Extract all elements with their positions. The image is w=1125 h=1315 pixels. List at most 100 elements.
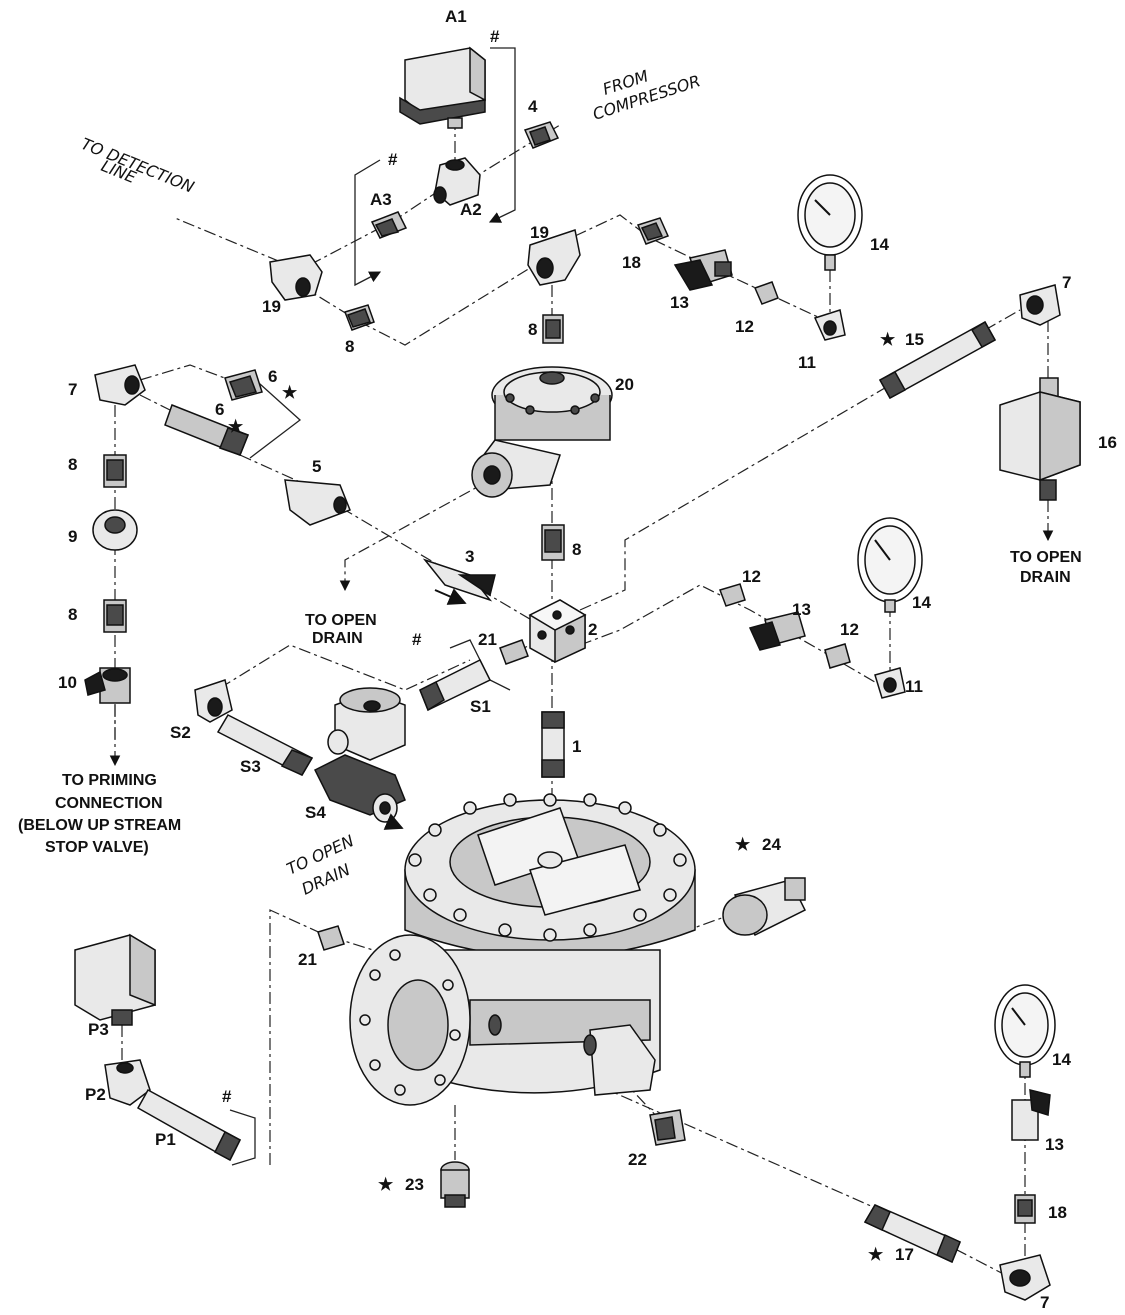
part-8-nipple-d	[103, 599, 127, 633]
part-p3-pressure-switch	[74, 933, 156, 1026]
label-12-mid-a: 12	[742, 567, 761, 586]
part-12-fitting-top	[753, 281, 779, 305]
bracket-6	[249, 374, 302, 459]
label-open-drain-mid-1: TO OPEN	[305, 612, 377, 629]
label-19-left: 19	[262, 297, 281, 316]
label-open-drain-right-2: DRAIN	[1020, 569, 1071, 586]
label-14-top: 14	[870, 235, 889, 254]
label-hash-a3: #	[388, 150, 398, 169]
label-a1: A1	[445, 7, 467, 26]
label-star-15: ★	[880, 330, 896, 349]
label-8-a: 8	[345, 337, 354, 356]
label-p2: P2	[85, 1085, 106, 1104]
part-7-elbow-right	[1019, 284, 1061, 326]
label-1: 1	[572, 737, 581, 756]
part-13-valve-top	[673, 249, 733, 291]
label-hash-a1: #	[490, 27, 500, 46]
part-24-plug	[722, 877, 807, 937]
part-8-nipple-b	[542, 314, 564, 344]
label-hash-p: #	[222, 1087, 232, 1106]
part-8-nipple-e	[541, 524, 565, 561]
part-18-nipple-top	[636, 217, 670, 245]
label-star-23: ★	[378, 1175, 394, 1194]
part-6-nipple-short	[224, 369, 263, 401]
label-12-top: 12	[735, 317, 754, 336]
label-a3: A3	[370, 190, 392, 209]
part-7-elbow-bottom	[999, 1254, 1051, 1301]
part-a3-nipple	[370, 211, 408, 239]
label-15: 15	[905, 330, 924, 349]
label-s1: S1	[470, 697, 491, 716]
part-2-manifold-block	[528, 599, 587, 664]
label-s3: S3	[240, 757, 261, 776]
part-s4-solenoid-valve	[313, 687, 406, 823]
part-13-valve-mid	[748, 611, 806, 651]
part-9-union	[92, 509, 138, 551]
label-22: 22	[628, 1150, 647, 1169]
line-20-drain	[339, 479, 491, 592]
label-8-c: 8	[68, 455, 77, 474]
label-16: 16	[1098, 433, 1117, 452]
part-number-labels: A1 # 4 A2 A3 # 19 8 19 18 13 12 14 11 8 …	[58, 7, 1117, 1312]
label-12-mid-b: 12	[840, 620, 859, 639]
label-open-drain-right-1: TO OPEN	[1010, 549, 1082, 566]
label-open-drain-mid-2: DRAIN	[312, 630, 363, 647]
label-6-a: 6	[268, 367, 277, 386]
part-11-elbow-mid	[874, 667, 906, 699]
part-s3-nipple	[216, 714, 314, 776]
label-p1: P1	[155, 1130, 176, 1149]
label-21-lower: 21	[298, 950, 317, 969]
label-14-bottom: 14	[1052, 1050, 1071, 1069]
part-22-plug	[649, 1109, 686, 1146]
part-14-gauge-mid	[857, 517, 923, 613]
part-10-ball-valve	[84, 667, 131, 704]
part-s1-nipple	[419, 658, 492, 712]
line-p-21	[269, 909, 406, 1165]
label-3: 3	[465, 547, 474, 566]
part-p2-elbow	[104, 1059, 151, 1106]
part-20-dry-pilot-actuator	[471, 366, 613, 498]
part-8-nipple-c	[103, 454, 127, 488]
flow-arrows	[383, 588, 467, 830]
part-1-nipple	[541, 711, 565, 778]
part-12-fitting-mid-a	[719, 583, 746, 607]
label-priming-1: TO PRIMING	[62, 772, 157, 789]
label-18-top: 18	[622, 253, 641, 272]
label-13-bottom: 13	[1045, 1135, 1064, 1154]
bracket-a3	[354, 159, 382, 287]
line-19-8	[299, 267, 531, 346]
line-a2-detection	[174, 189, 441, 271]
label-9: 9	[68, 527, 77, 546]
line-block-15	[579, 384, 891, 611]
part-23-plug	[440, 1161, 470, 1208]
connection-lines	[109, 47, 1054, 1281]
label-13-top: 13	[670, 293, 689, 312]
label-2: 2	[588, 620, 597, 639]
label-7-bottom: 7	[1040, 1293, 1049, 1310]
bracket-p1	[229, 1109, 256, 1166]
label-a2: A2	[460, 200, 482, 219]
part-18-nipple-bottom	[1014, 1194, 1036, 1224]
line-15-7	[984, 309, 1021, 331]
label-s2: S2	[170, 723, 191, 742]
label-7-right: 7	[1062, 273, 1071, 292]
label-8-d: 8	[68, 605, 77, 624]
part-p1-nipple	[136, 1088, 241, 1162]
part-11-elbow-top	[813, 309, 846, 341]
part-21-fitting-upper	[499, 639, 529, 665]
label-19-top: 19	[530, 223, 549, 242]
part-12-fitting-mid-b	[824, 643, 851, 669]
label-4: 4	[528, 97, 538, 116]
label-star-6b: ★	[228, 417, 244, 436]
label-priming-4: STOP VALVE)	[45, 839, 149, 856]
label-6-b: 6	[215, 400, 224, 419]
label-11-top: 11	[798, 353, 816, 372]
line-7-6	[139, 364, 231, 381]
part-14-gauge-bottom	[994, 984, 1056, 1078]
label-8-e: 8	[572, 540, 581, 559]
label-24: 24	[762, 835, 781, 854]
label-priming-2: CONNECTION	[55, 795, 163, 812]
label-20: 20	[615, 375, 634, 394]
